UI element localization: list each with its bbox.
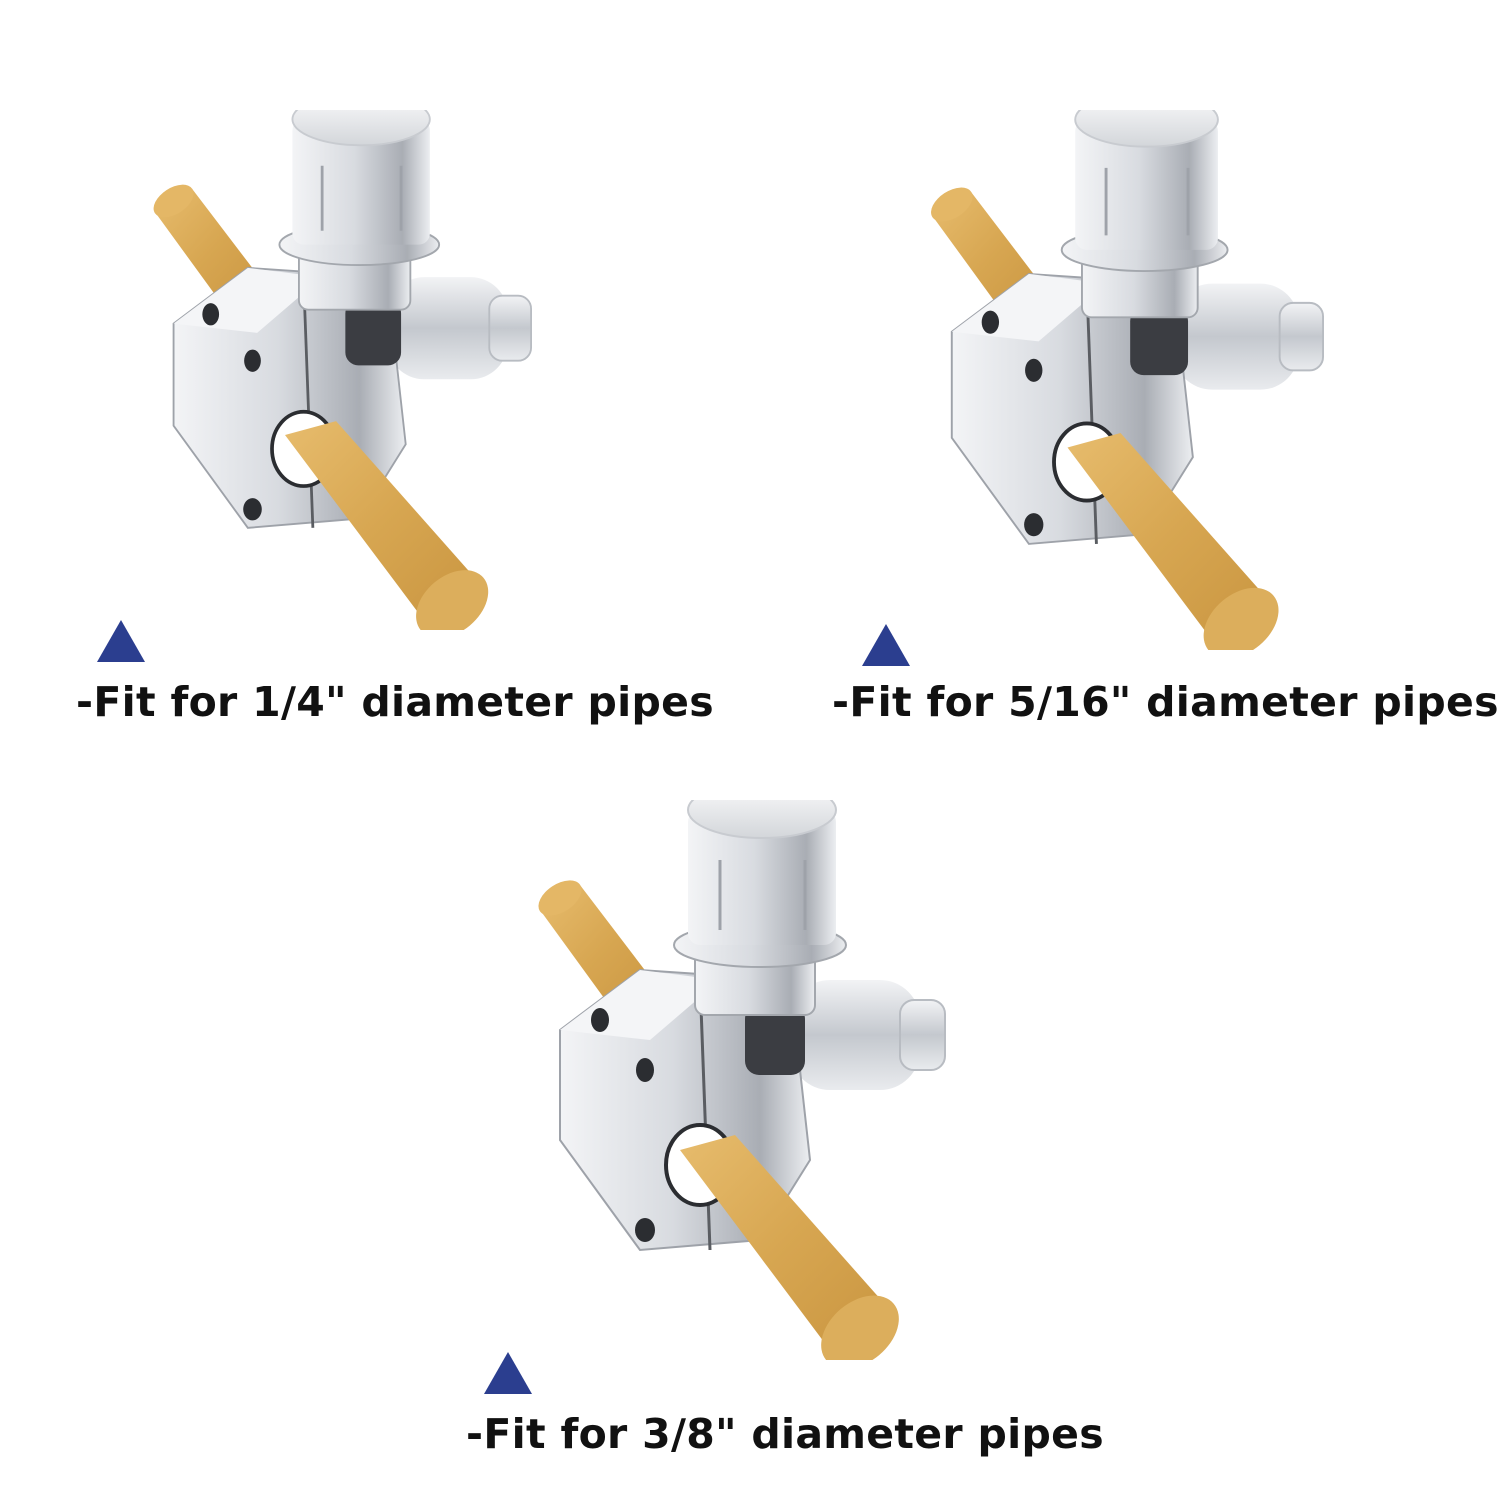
pipe-tap-valve-illustration <box>923 110 1325 650</box>
pipe-tap-valve-illustration <box>530 800 947 1360</box>
product-panel-five-sixteenths: -Fit for 5/16" diameter pipes <box>750 0 1500 740</box>
pipe-size-caption-three-eighths: -Fit for 3/8" diameter pipes <box>466 1410 1104 1458</box>
pipe-size-caption-quarter: -Fit for 1/4" diameter pipes <box>76 678 714 726</box>
product-panel-three-eighths: -Fit for 3/8" diameter pipes <box>0 740 1500 1500</box>
pipe-tap-valve-illustration <box>145 110 533 630</box>
triangle-marker-icon <box>862 624 910 666</box>
pipe-size-caption-five-sixteenths: -Fit for 5/16" diameter pipes <box>832 678 1499 726</box>
product-panel-quarter: -Fit for 1/4" diameter pipes <box>0 0 750 740</box>
triangle-marker-icon <box>484 1352 532 1394</box>
triangle-marker-icon <box>97 620 145 662</box>
